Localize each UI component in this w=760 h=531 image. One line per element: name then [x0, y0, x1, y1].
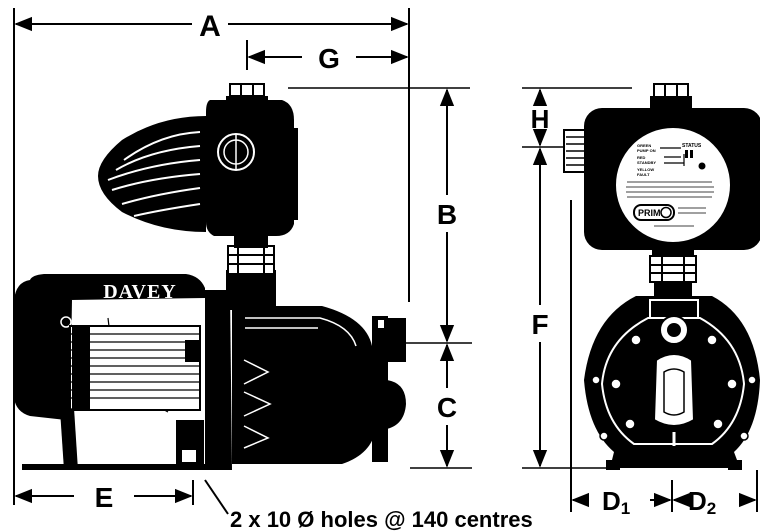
- controller-head: [206, 100, 294, 236]
- brand-logo: DAVEY: [103, 281, 177, 303]
- dimension-lines-end-view: [522, 87, 758, 512]
- dimension-label-h: H: [531, 104, 550, 134]
- status-led-green: [685, 150, 688, 158]
- motor-fins: [69, 325, 201, 411]
- panel-green-label: GREEN: [637, 143, 651, 148]
- pump-side-view: DAVEY: [14, 83, 406, 470]
- panel-pump-on-label: PUMP ON: [637, 148, 656, 153]
- status-led-red: [690, 150, 693, 158]
- end-view-union: [649, 255, 697, 283]
- motor-screw: [60, 316, 72, 328]
- dimension-lines-side-view: [13, 8, 472, 505]
- dimension-label-f: F: [531, 309, 548, 340]
- pump-casing: [205, 290, 232, 470]
- dimension-label-g: G: [318, 43, 340, 74]
- pump-column: [226, 270, 276, 310]
- dimension-label-d2: D2: [688, 486, 716, 518]
- note-leader-line: [204, 479, 229, 515]
- mounting-holes-note: 2 x 10 Ø holes @ 140 centres: [230, 507, 533, 531]
- top-fitting: [653, 83, 689, 98]
- panel-standby-label: STANDBY: [637, 160, 656, 165]
- status-indicator: [698, 162, 706, 170]
- dimension-label-d1: D1: [602, 486, 630, 518]
- motor-foot: [60, 408, 78, 470]
- dimension-label-b: B: [437, 199, 457, 230]
- dimension-label-a: A: [199, 10, 221, 43]
- panel-red-label: RED: [637, 155, 646, 160]
- union-nut: [227, 245, 275, 275]
- panel-status-label: STATUS: [682, 143, 702, 149]
- volute-outline: [600, 317, 746, 445]
- panel-fault-label: FAULT: [637, 172, 650, 177]
- dimension-label-c: C: [437, 392, 457, 423]
- panel-yellow-label: YELLOW: [637, 167, 654, 172]
- dimension-labels: A G B C E H F D1 D2: [95, 10, 717, 518]
- pump-end-view: STATUS GREEN PUMP ON RED STANDBY YELLOW …: [563, 83, 760, 470]
- dimension-label-e: E: [95, 482, 114, 513]
- prime-button-label: PRIME: [638, 208, 667, 218]
- casing-bolts: [591, 334, 757, 441]
